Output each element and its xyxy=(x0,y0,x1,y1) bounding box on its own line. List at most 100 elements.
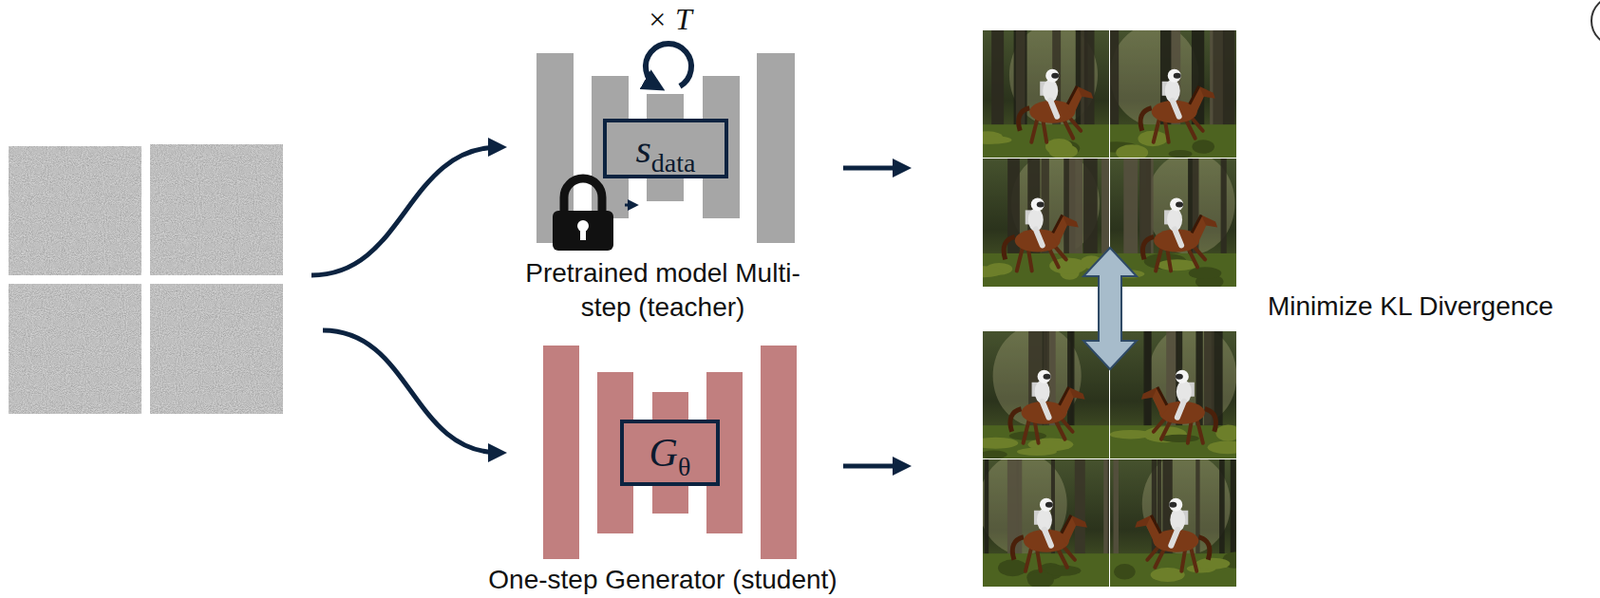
model-box: Gθ xyxy=(620,419,720,487)
unet-layer xyxy=(543,345,580,560)
drawing-part xyxy=(1215,425,1237,442)
symbol-subscript: data xyxy=(651,148,697,178)
drawing-part xyxy=(1042,119,1047,143)
drawing-part xyxy=(1101,158,1110,262)
drawing-part xyxy=(1074,459,1086,562)
drawing-part xyxy=(1045,138,1073,155)
drawing-part xyxy=(564,178,603,213)
drawing-part xyxy=(552,210,614,251)
drawing-part xyxy=(1113,564,1136,581)
drawing-part xyxy=(1071,515,1088,528)
drawing-part xyxy=(1062,214,1079,227)
drawing-part xyxy=(1193,245,1205,260)
drawing-part xyxy=(1219,459,1225,562)
drawing-part xyxy=(1168,150,1193,158)
drawing-part xyxy=(1157,259,1198,271)
symbol: sdata xyxy=(636,129,697,170)
drawing-part xyxy=(1031,119,1037,143)
noise-image xyxy=(8,283,142,415)
drawing-part xyxy=(1187,420,1192,444)
drawing-part xyxy=(1110,30,1199,127)
drawing-part xyxy=(1172,100,1180,117)
drawing-part xyxy=(997,559,1028,577)
drawing-part xyxy=(1016,448,1057,456)
drawing-part xyxy=(984,459,990,562)
repeat-count: × T xyxy=(646,1,692,37)
drawing-part xyxy=(1069,158,1083,262)
drawing-part xyxy=(1157,387,1168,406)
drawing-part xyxy=(1003,236,1016,260)
drawing-part xyxy=(1150,567,1186,583)
drawing-part xyxy=(1050,100,1057,117)
drawing-part xyxy=(1110,331,1237,459)
drawing-part xyxy=(1168,498,1183,512)
symbol-subscript: θ xyxy=(677,451,691,482)
drawing-part xyxy=(1003,197,1079,271)
drawing-part xyxy=(982,135,1012,145)
generated-image xyxy=(1110,459,1237,587)
drawing-part xyxy=(1010,370,1086,444)
drawing-part xyxy=(1204,409,1217,433)
drawing-part xyxy=(1069,387,1086,400)
drawing-part xyxy=(1175,370,1189,384)
generated-image xyxy=(982,331,1110,459)
drawing-part xyxy=(1143,331,1151,433)
drawing-part xyxy=(1170,529,1178,546)
drawing-part xyxy=(1142,236,1154,260)
drawing-part xyxy=(1204,331,1215,433)
lock-icon xyxy=(552,178,614,251)
drawing-part xyxy=(1039,498,1054,512)
drawing-part xyxy=(1141,387,1158,400)
drawing-part xyxy=(1175,374,1184,380)
model-label: One-step Generator (student) xyxy=(488,565,837,595)
drawing-part xyxy=(1035,228,1043,245)
drawing-part xyxy=(1042,401,1050,418)
drawing-part xyxy=(1223,30,1236,132)
drawing-part xyxy=(982,451,1008,459)
drawing-part xyxy=(1110,430,1152,440)
drawing-part xyxy=(1045,69,1059,83)
output-arrow xyxy=(843,166,904,171)
noise-image xyxy=(150,283,283,415)
drawing-part xyxy=(1191,139,1215,153)
drawing-part xyxy=(1035,420,1039,444)
drawing-part xyxy=(1191,214,1202,233)
model-box: sdata xyxy=(602,118,729,179)
drawing-part xyxy=(1221,158,1227,262)
symbol-letter: s xyxy=(636,127,652,171)
symbol: Gθ xyxy=(649,432,692,473)
label-holder: × T xyxy=(574,1,765,38)
drawing-part xyxy=(1083,158,1098,262)
drawing-part xyxy=(1181,548,1186,572)
flow-arrow xyxy=(311,147,500,276)
drawing-part xyxy=(1053,214,1063,233)
generated-image xyxy=(982,30,1110,158)
small-arrow xyxy=(624,204,635,208)
unet-model: One-step Generator (student) Gθ xyxy=(444,337,882,598)
drawing-part xyxy=(1025,548,1032,572)
drawing-part xyxy=(1051,73,1059,79)
drawing-part xyxy=(1142,197,1218,271)
drawing-part xyxy=(1153,418,1166,433)
drawing-part xyxy=(1067,86,1077,105)
flow-arrow xyxy=(322,330,500,453)
unet-layer xyxy=(760,345,797,560)
drawing-part xyxy=(1061,515,1072,534)
drawing-part xyxy=(1112,459,1119,562)
drawing-part xyxy=(1140,69,1216,143)
drawing-part xyxy=(1059,387,1070,406)
unet-layer xyxy=(756,53,795,244)
drawing-part xyxy=(1148,331,1237,428)
drawing-part xyxy=(1115,144,1149,158)
drawing-part xyxy=(1188,266,1223,280)
drawing-part xyxy=(1023,420,1030,444)
drawing-part xyxy=(1198,537,1210,561)
drawing-part xyxy=(1195,558,1230,570)
label-holder: Minimize KL Divergence xyxy=(1267,291,1591,322)
drawing-part xyxy=(1147,546,1159,561)
drawing-part xyxy=(1167,69,1182,83)
drawing-part xyxy=(1016,247,1023,271)
drawing-part xyxy=(1173,73,1182,79)
drawing-part xyxy=(580,227,586,241)
